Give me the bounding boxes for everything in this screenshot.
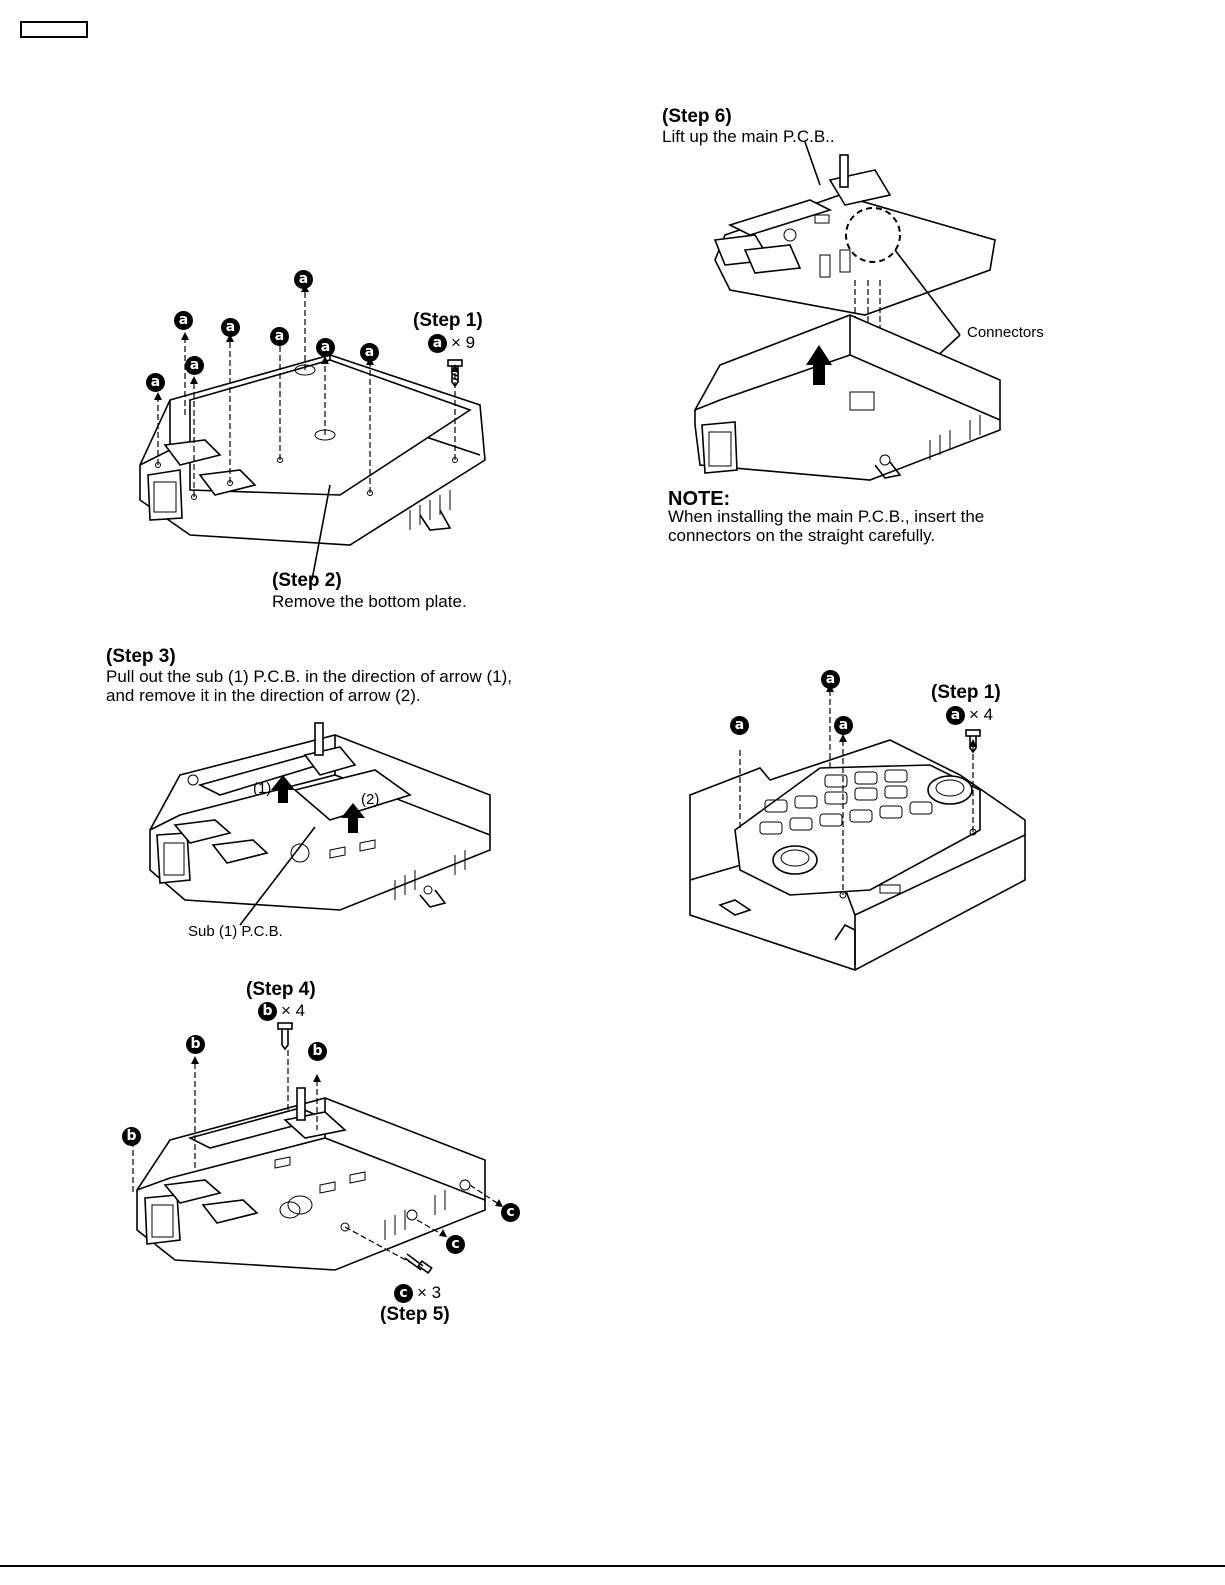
- fig3-step5-label: (Step 5): [380, 1304, 450, 1325]
- screw-icon: [965, 729, 981, 754]
- screw-marker-a: a: [730, 716, 749, 735]
- arrow-1-label: (1): [253, 780, 272, 797]
- fig2-step3-label: (Step 3): [106, 646, 176, 667]
- screw-marker-a: a: [360, 343, 379, 362]
- fig4-step6-text: Lift up the main P.C.B..: [662, 127, 835, 146]
- page-number-box: [20, 21, 88, 38]
- fig1-step2-label: (Step 2): [272, 570, 342, 591]
- fig1-step2-text: Remove the bottom plate.: [272, 592, 467, 611]
- fig4-step6-label: (Step 6): [662, 106, 732, 127]
- fig1-qty-text: × 9: [451, 333, 476, 352]
- fig5-step1-label: (Step 1): [931, 682, 1001, 703]
- fig1-step1-label: (Step 1): [413, 310, 483, 331]
- screw-code-a: a: [946, 705, 965, 725]
- screw-marker-a: a: [174, 311, 193, 330]
- note-line1: When installing the main P.C.B., insert …: [668, 507, 985, 526]
- screw-marker-a: a: [270, 327, 289, 346]
- arrow-2-label: (2): [361, 791, 380, 808]
- screw-marker-a: a: [821, 670, 840, 689]
- fig5-step1-qty: a × 4: [946, 705, 993, 725]
- screw-marker-c: c: [446, 1235, 465, 1254]
- front-panel-figure: [689, 684, 1026, 971]
- fig3-step4-qty: b × 4: [258, 1001, 305, 1021]
- frame-screws-figure: [129, 1022, 503, 1275]
- connectors-callout: Connectors: [967, 324, 1044, 341]
- screw-code-c: c: [394, 1283, 413, 1303]
- screw-marker-b: b: [308, 1042, 327, 1061]
- fig3-step4-label: (Step 4): [246, 979, 316, 1000]
- screw-marker-a: a: [221, 318, 240, 337]
- fig3-step4-qty-text: × 4: [281, 1001, 306, 1020]
- sub-pcb-figure: [149, 722, 491, 926]
- screw-marker-b: b: [122, 1127, 141, 1146]
- screw-marker-b: b: [186, 1035, 205, 1054]
- sub-pcb-callout: Sub (1) P.C.B.: [188, 923, 283, 940]
- fig3-step5-qty: c × 3: [394, 1283, 441, 1303]
- screw-marker-a: a: [146, 373, 165, 392]
- fig1-step1-qty: a × 9: [428, 333, 475, 353]
- screw-marker-c: c: [501, 1203, 520, 1222]
- main-pcb-figure: [694, 141, 1001, 481]
- screw-code-a: a: [428, 333, 447, 353]
- screw-icon: [447, 359, 463, 388]
- screw-marker-a: a: [185, 356, 204, 375]
- bottom-plate-figure: [139, 284, 486, 581]
- note-line2: connectors on the straight carefully.: [668, 526, 936, 545]
- fig2-step3-line2: and remove it in the direction of arrow …: [106, 686, 421, 705]
- screw-marker-a: a: [294, 270, 313, 289]
- fig2-step3-line1: Pull out the sub (1) P.C.B. in the direc…: [106, 667, 512, 686]
- footer-rule: [0, 1565, 1225, 1567]
- screw-icon: [277, 1022, 293, 1051]
- screw-marker-a: a: [834, 716, 853, 735]
- screw-icon: [404, 1253, 433, 1275]
- note-title: NOTE:: [668, 488, 731, 510]
- screw-marker-a: a: [316, 338, 335, 357]
- fig5-qty-text: × 4: [969, 705, 994, 724]
- screw-code-b: b: [258, 1001, 277, 1021]
- fig3-step5-qty-text: × 3: [417, 1283, 442, 1302]
